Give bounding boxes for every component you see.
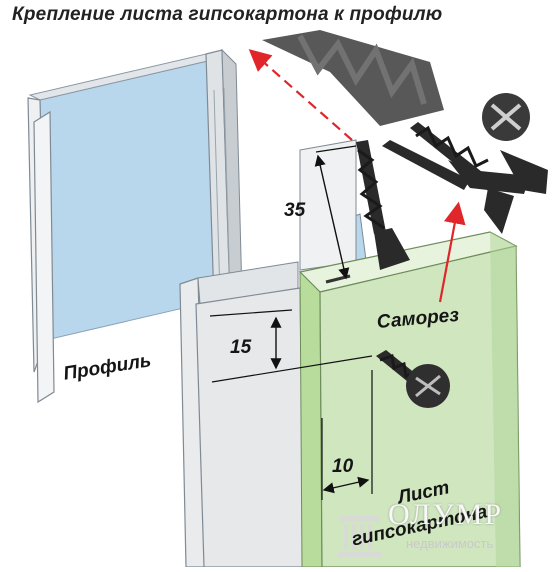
watermark: ОЛУМР недвижимость [336,496,552,566]
dimension-label-35: 35 [284,200,306,221]
screw-icon-diagonal-2 [382,140,548,194]
dimension-10 [321,370,373,500]
dimension-35 [314,145,357,280]
screw-icon-in-sheet [376,350,450,408]
drywall-sheet [298,231,521,568]
screw-icon-large-blurred [262,30,444,126]
screw-icon-vertical [356,140,410,270]
diagram-title: Крепление листа гипсокартона к профилю [12,4,443,25]
watermark-tagline: недвижимость [406,536,494,551]
watermark-name: ОЛУМР [388,498,504,531]
dimension-label-10: 10 [332,456,354,477]
dimension-label-15: 15 [230,337,252,358]
watermark-logo-icon [338,516,382,557]
red-arrow-screw [438,201,466,303]
screw-head-icon [482,93,530,141]
red-dashed-arrow [248,49,353,141]
dimension-15 [209,309,373,383]
